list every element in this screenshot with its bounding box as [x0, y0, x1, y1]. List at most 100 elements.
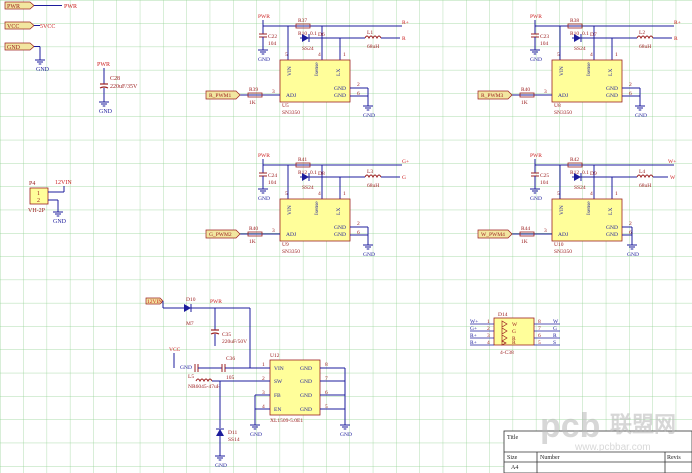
svg-text:104: 104 — [268, 180, 277, 186]
svg-text:D14: D14 — [498, 312, 508, 318]
svg-text:GND: GND — [300, 393, 312, 399]
svg-text:1K: 1K — [521, 100, 528, 106]
svg-text:SS24: SS24 — [574, 185, 586, 191]
svg-text:GND: GND — [363, 113, 375, 119]
svg-text:4: 4 — [487, 340, 490, 346]
d14-row: G+ 2 G 7 G — [470, 326, 560, 335]
svg-text:VIN: VIN — [274, 366, 284, 372]
svg-text:GND: GND — [606, 225, 618, 231]
svg-text:GND: GND — [300, 366, 312, 372]
svg-text:LX: LX — [336, 69, 342, 76]
svg-text:4-C38: 4-C38 — [500, 350, 514, 356]
svg-text:Isense: Isense — [586, 201, 592, 215]
led-driver-w: PWR W+ R42 R12 0.1 GND C25 104 D9 SS24 — [477, 153, 676, 258]
svg-text:5: 5 — [285, 52, 288, 58]
pwr-port-label: PWR — [7, 4, 20, 10]
svg-text:220uF/50V: 220uF/50V — [222, 339, 247, 345]
svg-text:105: 105 — [226, 375, 235, 381]
svg-text:R: R — [553, 333, 557, 339]
svg-text:7: 7 — [538, 326, 541, 332]
svg-text:L1: L1 — [367, 30, 373, 36]
svg-text:68uH: 68uH — [367, 44, 379, 50]
svg-text:G: G — [553, 326, 557, 332]
pwr-port[interactable] — [4, 1, 35, 10]
svg-text:GND: GND — [334, 86, 346, 92]
svg-text:R37: R37 — [298, 18, 307, 24]
svg-text:C22: C22 — [268, 34, 277, 40]
svg-text:D10: D10 — [186, 297, 196, 303]
vcc-port-label: VCC — [7, 24, 19, 30]
svg-text:1K: 1K — [521, 239, 528, 245]
gnd-port[interactable] — [4, 42, 35, 51]
svg-text:GND: GND — [530, 196, 542, 202]
svg-text:3: 3 — [262, 390, 265, 396]
svg-text:VIN: VIN — [287, 66, 293, 76]
svg-text:VCC: VCC — [169, 347, 181, 353]
svg-text:3: 3 — [544, 89, 547, 95]
svg-text:R12: R12 — [298, 170, 307, 176]
svg-text:GND: GND — [334, 225, 346, 231]
svg-text:2: 2 — [262, 376, 265, 382]
svg-text:Isense: Isense — [314, 62, 320, 76]
driver-body: PWR W+ R42 R12 0.1 GND C25 104 D9 SS24 — [477, 153, 676, 258]
svg-text:ADJ: ADJ — [286, 93, 297, 99]
svg-text:R39: R39 — [249, 87, 258, 93]
c28-ref: C28 — [110, 76, 120, 82]
svg-text:GND: GND — [250, 432, 262, 438]
size-value: A4 — [511, 465, 518, 471]
svg-text:C24: C24 — [268, 173, 277, 179]
svg-text:C25: C25 — [540, 173, 549, 179]
svg-text:8: 8 — [538, 319, 541, 325]
svg-text:1: 1 — [615, 191, 618, 197]
svg-text:GND: GND — [627, 252, 639, 258]
svg-text:68uH: 68uH — [639, 44, 651, 50]
svg-text:3: 3 — [272, 228, 275, 234]
svg-text:NR6045-47uH: NR6045-47uH — [188, 384, 221, 390]
svg-text:PWR: PWR — [258, 14, 270, 20]
svg-text:L5: L5 — [188, 374, 194, 380]
vcc-port[interactable] — [4, 21, 35, 30]
c28-pwr-label: PWR — [97, 62, 110, 68]
svg-text:2: 2 — [629, 221, 632, 227]
svg-text:68uH: 68uH — [367, 183, 379, 189]
svg-text:2: 2 — [357, 82, 360, 88]
watermark: pcb 联盟网 www.pcbbar.com — [540, 407, 676, 453]
svg-text:ADJ: ADJ — [286, 232, 297, 238]
svg-text:FB: FB — [274, 393, 281, 399]
driver-body: PWR R+ R38 R10 0.1 GND C23 104 D7 SS24 — [477, 14, 681, 119]
svg-text:GND: GND — [340, 432, 352, 438]
svg-text:G: G — [402, 175, 406, 181]
svg-text:1: 1 — [343, 191, 346, 197]
svg-text:PWR: PWR — [530, 153, 542, 159]
svg-text:2: 2 — [629, 82, 632, 88]
svg-text:GND: GND — [530, 57, 542, 63]
svg-text:U8: U8 — [554, 103, 561, 109]
r-pwm3-port-label: R_PWM3 — [481, 93, 504, 99]
svg-text:W+: W+ — [470, 319, 478, 325]
watermark-logo: pcb — [540, 407, 600, 445]
svg-text:1: 1 — [487, 319, 490, 325]
svg-text:W+: W+ — [668, 159, 676, 165]
svg-text:U10: U10 — [554, 242, 564, 248]
svg-text:VIN: VIN — [559, 205, 565, 215]
svg-text:7: 7 — [325, 376, 328, 382]
svg-text:12VIN: 12VIN — [147, 299, 162, 305]
connector-p4: P4 1 2 VH-2P 12VIN GND — [28, 180, 72, 225]
svg-text:3: 3 — [272, 89, 275, 95]
svg-text:R38: R38 — [570, 18, 579, 24]
svg-text:2: 2 — [487, 326, 490, 332]
title-label: Title — [507, 435, 518, 441]
vcc-net-label: 5VCC — [40, 24, 55, 30]
svg-text:R40: R40 — [249, 226, 258, 232]
svg-text:XL1509-5.0E1: XL1509-5.0E1 — [270, 418, 303, 424]
p4-pin2: 2 — [37, 198, 40, 204]
svg-text:1K: 1K — [249, 239, 256, 245]
svg-text:W: W — [670, 175, 676, 181]
svg-text:M7: M7 — [186, 321, 194, 327]
port-group: PWR PWR VCC 5VCC GND GND — [4, 1, 77, 73]
svg-text:R+: R+ — [674, 20, 681, 26]
svg-text:104: 104 — [540, 180, 549, 186]
gnd-port-label: GND — [7, 45, 21, 51]
svg-text:Isense: Isense — [314, 201, 320, 215]
